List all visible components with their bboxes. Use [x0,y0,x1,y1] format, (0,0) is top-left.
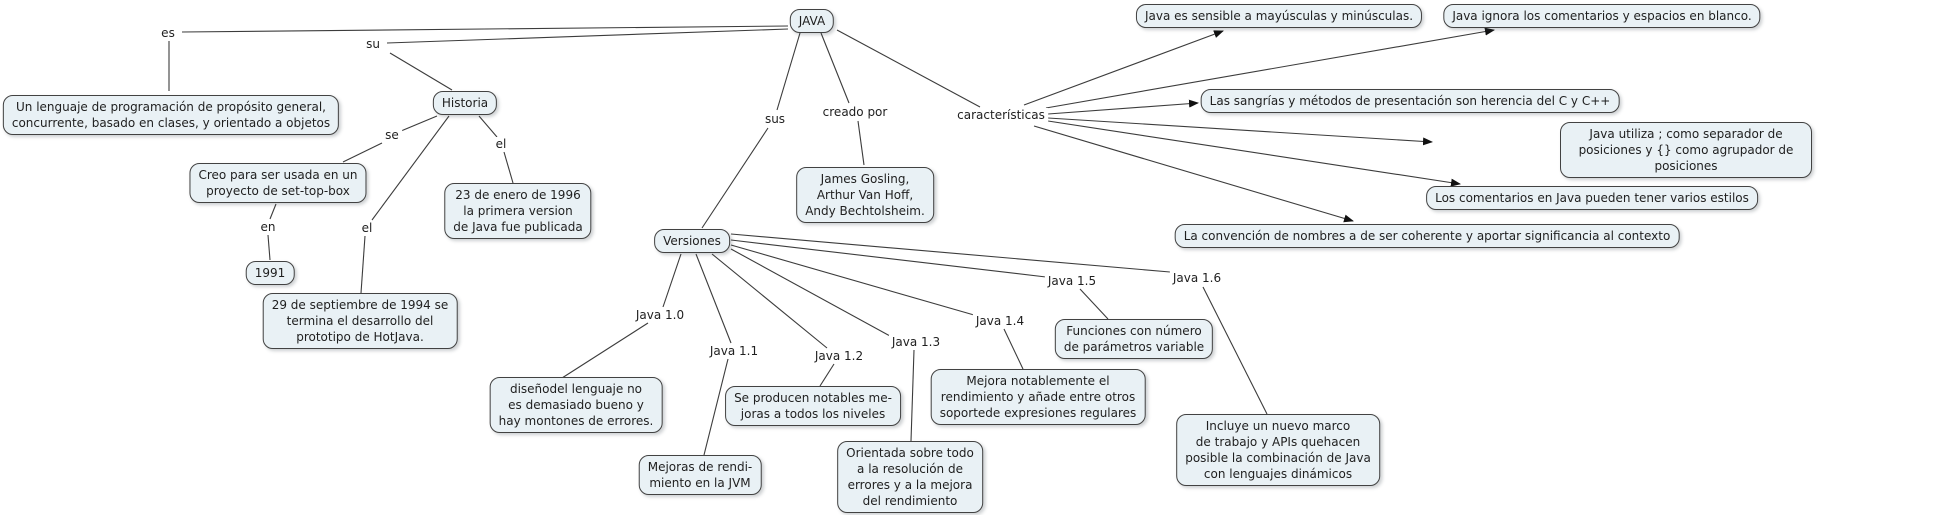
link-label-java-1-6[interactable]: Java 1.6 [1169,271,1225,285]
concept-creadores[interactable]: James Gosling, Arthur Van Hoff, Andy Bec… [796,167,934,223]
edge-sus-versiones [701,127,769,229]
concept-nota-java16[interactable]: Incluye un nuevo marco de trabajo y APIs… [1176,414,1380,486]
concept-versiones[interactable]: Versiones [654,229,730,253]
edge-caract-sangrias [1047,99,1199,115]
edge-creadopor-creadores [857,120,865,166]
edge-versiones-java13 [730,248,891,337]
edge-settopbox-en [269,203,277,220]
link-label-caracteristicas[interactable]: características [954,108,1048,122]
edge-el1996-enero [503,151,514,184]
concept-nota-java12[interactable]: Se producen notables me- joras a todos l… [725,386,901,426]
edge-java-creadopor [820,32,850,104]
concept-caracteristica-convencion[interactable]: La convención de nombres a de ser cohere… [1174,224,1680,248]
link-label-en[interactable]: en [257,220,279,234]
link-label-creado-por[interactable]: creado por [819,105,891,119]
edge-versiones-java16 [730,233,1171,273]
edge-versiones-java12 [711,253,828,349]
concept-historia[interactable]: Historia [432,91,498,115]
edge-caract-ignora [1045,27,1495,109]
link-label-java-1-2[interactable]: Java 1.2 [811,349,867,363]
concept-septiembre-1994[interactable]: 29 de septiembre de 1994 se termina el d… [262,293,458,349]
link-label-java-1-3[interactable]: Java 1.3 [888,335,944,349]
edge-java14-nota [1003,328,1024,370]
link-label-su[interactable]: su [363,37,383,51]
link-label-java-1-4[interactable]: Java 1.4 [972,314,1028,328]
concept-definition[interactable]: Un lenguaje de programación de propósito… [2,95,340,135]
link-label-es[interactable]: es [158,26,178,40]
concept-caracteristica-sangrias[interactable]: Las sangrías y métodos de presentación s… [1200,89,1620,113]
link-label-se[interactable]: se [382,128,402,142]
link-label-java-1-1[interactable]: Java 1.1 [706,344,762,358]
concept-caracteristica-ignora[interactable]: Java ignora los comentarios y espacios e… [1443,4,1761,28]
edge-caract-separador [1047,117,1433,146]
link-label-el-1996[interactable]: el [492,137,510,151]
link-label-el-1994[interactable]: el [358,221,376,235]
edge-caract-convencion [1033,125,1354,223]
concept-nota-java14[interactable]: Mejora notablemente el rendimiento y aña… [930,369,1146,425]
concept-nota-java15[interactable]: Funciones con número de parámetros varia… [1054,319,1214,359]
concept-caracteristica-sensible[interactable]: Java es sensible a mayúsculas y minúscul… [1135,4,1423,28]
edge-java-sus [776,32,801,111]
edge-versiones-java15 [730,239,1047,278]
edge-java10-nota [561,322,649,379]
concept-enero-1996[interactable]: 23 de enero de 1996 la primera version d… [444,183,592,239]
edge-java13-nota [910,349,915,442]
edge-java-su [386,28,789,44]
concept-nota-java11[interactable]: Mejoras de rendi- miento en la JVM [638,455,762,495]
edge-java-es [181,25,789,33]
edge-versiones-java10 [662,253,682,308]
link-label-sus[interactable]: sus [761,112,789,126]
edge-java-caracteristicas [836,29,981,108]
link-label-java-1-0[interactable]: Java 1.0 [632,308,688,322]
edge-su-historia [389,52,453,91]
concept-caracteristica-separador[interactable]: Java utiliza ; como separador de posicio… [1560,122,1812,178]
concept-java[interactable]: JAVA [789,9,835,33]
edge-en-1991 [267,234,271,261]
edge-java12-nota [819,363,835,387]
edge-java15-nota [1079,288,1109,320]
edge-versiones-java14 [730,244,975,316]
concept-1991[interactable]: 1991 [245,261,295,285]
edge-java16-nota [1202,286,1268,415]
edge-historia-se [400,115,438,132]
edge-caract-comentarios [1047,120,1461,187]
edge-caract-sensible [1023,30,1224,106]
edge-el1994-septiembre [360,235,366,294]
concept-nota-java13[interactable]: Orientada sobre todo a la resolución de … [837,441,983,513]
concept-nota-java10[interactable]: diseñodel lenguaje no es demasiado bueno… [489,377,663,433]
edge-historia-el1994 [371,115,450,221]
edge-historia-el1996 [478,115,498,138]
link-label-java-1-5[interactable]: Java 1.5 [1044,274,1100,288]
edge-java11-nota [703,358,729,456]
concept-caracteristica-comentarios[interactable]: Los comentarios en Java pueden tener var… [1426,186,1758,210]
edge-versiones-java11 [695,253,732,344]
concept-set-top-box[interactable]: Creo para ser usada en un proyecto de se… [189,163,367,203]
edge-se-settopbox [342,142,383,163]
